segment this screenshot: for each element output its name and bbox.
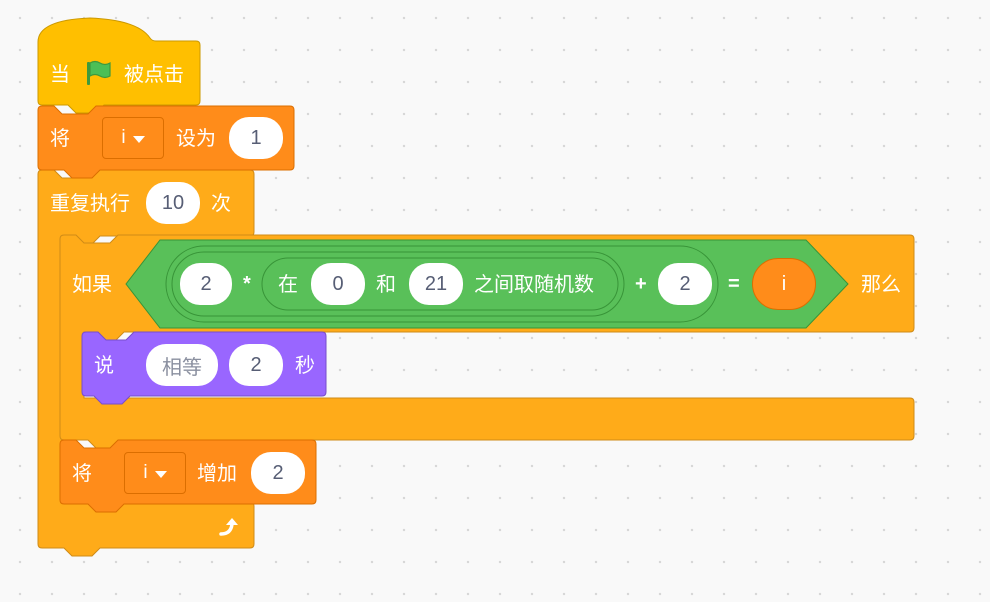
variable-dropdown[interactable]: i <box>102 117 164 159</box>
multiplier-input[interactable]: 2 <box>180 263 232 305</box>
equals-sign: = <box>728 273 740 295</box>
hat-block-shape[interactable] <box>37 17 201 114</box>
change-by-label: 增加 <box>197 461 237 485</box>
say-seconds-label: 秒 <box>295 353 315 377</box>
if-label: 如果 <box>72 272 112 296</box>
then-label: 那么 <box>861 272 901 296</box>
hat-when-label: 当 <box>50 62 70 86</box>
multiply-sign: * <box>243 273 251 295</box>
random-in-label: 在 <box>278 272 298 296</box>
plus-sign: + <box>635 273 647 295</box>
set-to-label: 设为 <box>176 126 216 150</box>
repeat-count-input[interactable]: 10 <box>146 182 200 224</box>
hat-clicked-label: 被点击 <box>124 62 184 86</box>
repeat-label: 重复执行 <box>50 191 130 215</box>
say-message-input[interactable]: 相等 <box>146 344 218 386</box>
repeat-times-label: 次 <box>211 191 231 215</box>
change-value-input[interactable]: 2 <box>251 452 305 494</box>
addend-input[interactable]: 2 <box>658 263 712 305</box>
set-value-input[interactable]: 1 <box>229 117 283 159</box>
random-label: 之间取随机数 <box>474 272 594 296</box>
random-and-label: 和 <box>376 272 396 296</box>
say-seconds-input[interactable]: 2 <box>229 344 283 386</box>
dropdown-caret-icon <box>132 135 145 143</box>
set-label: 将 <box>50 126 70 150</box>
green-flag-icon <box>84 58 114 88</box>
random-from-input[interactable]: 0 <box>311 263 365 305</box>
loop-arrow-icon <box>216 514 242 540</box>
say-label: 说 <box>94 353 114 377</box>
change-label: 将 <box>72 461 92 485</box>
change-variable-name: i <box>143 462 148 483</box>
change-variable-dropdown[interactable]: i <box>124 452 186 494</box>
variable-name: i <box>121 127 126 148</box>
random-to-input[interactable]: 21 <box>409 263 463 305</box>
variable-reporter-i[interactable]: i <box>752 258 816 310</box>
dropdown-caret-icon <box>154 470 167 478</box>
